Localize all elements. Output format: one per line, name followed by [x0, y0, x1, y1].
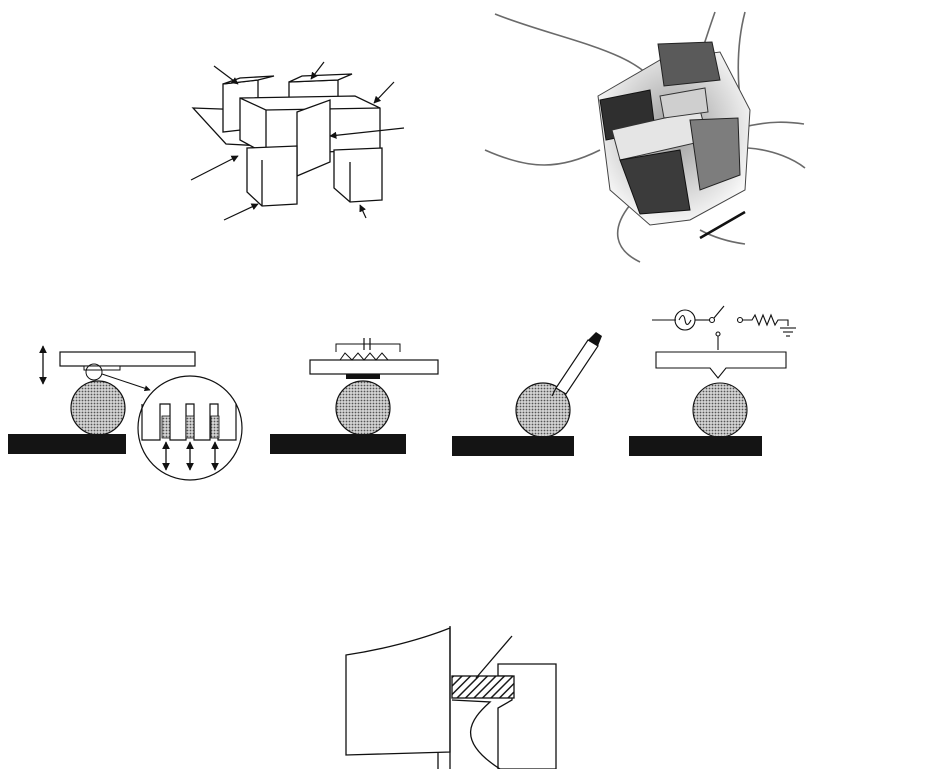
probe-body: [555, 339, 599, 395]
substrate: [629, 436, 762, 456]
comb-finger-2: [185, 415, 195, 439]
solder-ball: [70, 380, 126, 436]
comb-finger-3: [210, 415, 220, 439]
heated-tool-beam: [309, 359, 439, 375]
switch-blade: [713, 305, 725, 319]
wire-right-lower: [747, 147, 806, 169]
wire-bottom: [616, 204, 641, 263]
joint-leader-line: [475, 635, 513, 679]
resistor-icon: [743, 313, 789, 327]
ac-wave-glyph: [678, 314, 692, 326]
hatched-joint: [451, 675, 515, 699]
block-back-right-top: [288, 73, 353, 83]
device-bar: [659, 87, 709, 119]
resistor-node: [736, 316, 744, 324]
fillet-profile: [451, 699, 501, 769]
tool-beam: [59, 351, 196, 367]
device-right-block: [689, 117, 741, 191]
heater-circuit: [335, 343, 401, 352]
heating-coil: [339, 352, 389, 361]
device-lower-block: [619, 149, 691, 215]
substrate: [270, 434, 406, 454]
solder-ball: [692, 382, 748, 438]
probe-tip: [551, 387, 557, 397]
vertical-plate: [296, 99, 331, 177]
leader-arrow-1: [213, 65, 239, 85]
method-electrical-panel: [629, 305, 796, 456]
switch-contact: [708, 316, 716, 324]
method-probe-panel: [452, 332, 602, 456]
stacked-blocks-panel: [190, 61, 405, 221]
heated-pad: [346, 374, 380, 379]
electrode-node: [715, 331, 721, 337]
leader-arrow-7: [359, 204, 367, 219]
leader-arrow-5: [190, 155, 239, 181]
probe-tip-cap: [588, 332, 602, 346]
block-front-left: [246, 145, 298, 207]
zoom-arrow: [101, 373, 151, 392]
wire-bottom-right: [699, 229, 746, 245]
leader-arrow-4: [329, 127, 405, 139]
wire-left: [484, 149, 601, 166]
leader-arrow-3: [373, 81, 395, 104]
device-upper-block: [657, 41, 721, 87]
device-photo-panel: [484, 11, 806, 263]
joint-cross-section-panel: [345, 626, 557, 769]
electrode-beam: [655, 351, 787, 379]
left-component: [345, 627, 451, 756]
comb-finger-1: [161, 415, 171, 439]
substrate: [452, 436, 574, 456]
scale-bar: [699, 210, 746, 240]
leader-arrow-6: [223, 203, 259, 221]
solder-ball: [335, 380, 391, 436]
block-front-right: [333, 147, 383, 203]
substrate: [8, 434, 126, 454]
method-heated-tool-panel: [270, 338, 439, 454]
leader-arrow-2: [310, 61, 325, 80]
method-mechanical-panel: [8, 345, 243, 481]
zoom-circle-small: [85, 363, 103, 381]
